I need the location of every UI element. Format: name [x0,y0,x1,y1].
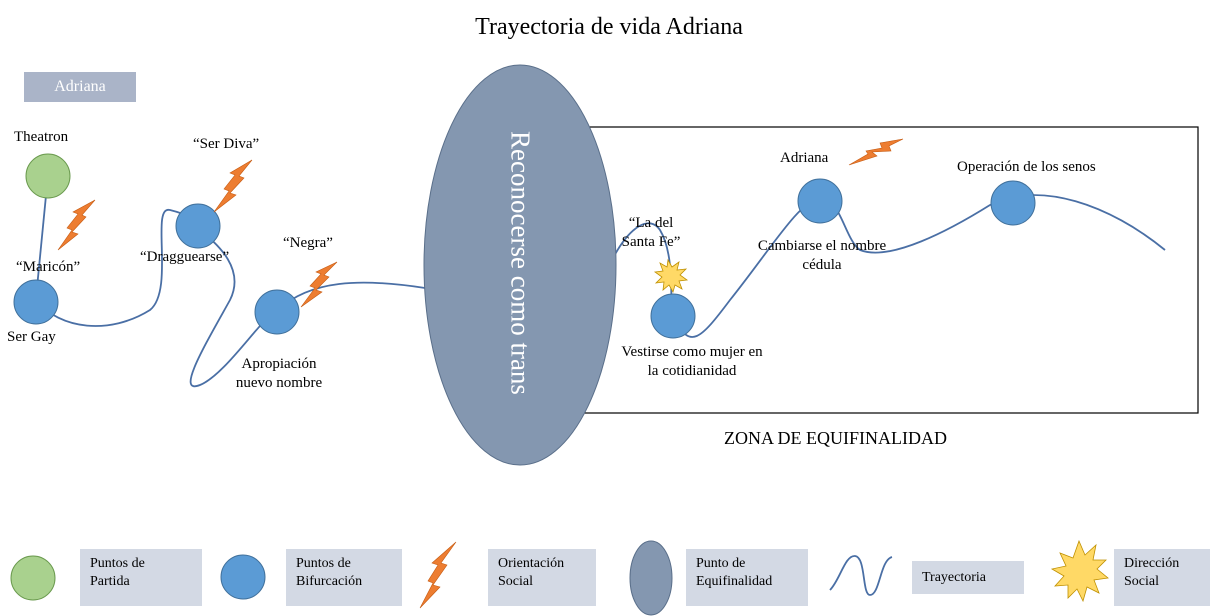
legend-partida-line1: Puntos de [90,556,145,571]
label-apropiacion-line1: Apropiación [241,356,317,372]
start-point-theatron [25,153,71,199]
label-la-del-line1: “La del [628,215,674,231]
equifinality-ellipse [423,64,617,466]
legend-trajectory-icon [829,555,893,596]
lightning-icon-ser-diva [213,159,253,213]
label-cambiarse-line1: Cambiarse el nombre [757,238,887,254]
name-box: Adriana [24,72,136,102]
label-vestirse-line2: la cotidianidad [647,363,737,379]
label-vestirse-line1: Vestirse como mujer en [621,344,763,360]
label-dragguearse: “Dragguearse” [140,249,230,265]
legend-bifurcacion: Puntos de Bifurcación [286,549,402,606]
label-cambiarse-line2: cédula [802,257,842,273]
label-negra: “Negra” [283,235,333,251]
label-ser-diva: “Ser Diva” [193,136,260,152]
bifurcation-point-operacion [990,180,1036,226]
legend-starburst-icon [1050,539,1109,603]
legend-trayectoria-label: Trayectoria [922,570,987,585]
legend-partida-line2: Partida [90,574,130,589]
legend-lightning-icon [419,541,457,609]
legend-green-circle-icon [10,555,56,601]
page-title: Trayectoria de vida Adriana [475,14,743,40]
legend-trayectoria: Trayectoria [912,561,1024,594]
zone-label: ZONA DE EQUIFINALIDAD [724,428,947,448]
legend-bifurcacion-line2: Bifurcación [296,574,363,589]
legend-equifinalidad-line2: Equifinalidad [696,574,773,589]
label-theatron: Theatron [14,129,69,145]
label-la-del-line2: Santa Fe” [621,234,681,250]
bifurcation-point-adriana [797,178,843,224]
label-ser-gay: Ser Gay [7,329,56,345]
lightning-icon-maricon [57,199,96,251]
ellipse-label: Reconocerse como trans [505,131,536,395]
starburst-icon-santa-fe [653,258,689,294]
legend-direccion-line1: Dirección [1124,556,1180,571]
legend-direccion: Dirección Social [1114,549,1210,606]
label-operacion: Operación de los senos [957,159,1096,175]
legend-orientacion: Orientación Social [488,549,596,606]
legend-blue-circle-icon [220,554,266,600]
legend-ellipse-icon [629,540,673,616]
label-maricon: “Maricón” [16,259,81,275]
bifurcation-point-vestirse [650,293,696,339]
bifurcation-point-dragguearse [175,203,221,249]
legend-orientacion-line1: Orientación [498,556,565,571]
lightning-icon-negra [300,261,338,308]
legend-equifinalidad-line1: Punto de [696,556,746,571]
bifurcation-point-negra [254,289,300,335]
legend-equifinalidad: Punto de Equifinalidad [686,549,808,606]
label-apropiacion-line2: nuevo nombre [235,375,323,391]
legend-direccion-line2: Social [1124,574,1159,589]
legend-bifurcacion-line1: Puntos de [296,556,351,571]
label-adriana: Adriana [780,150,829,166]
legend-orientacion-line2: Social [498,574,533,589]
legend-partida: Puntos de Partida [80,549,202,606]
bifurcation-point-ser-gay [13,279,59,325]
lightning-icon-adriana [848,138,904,166]
